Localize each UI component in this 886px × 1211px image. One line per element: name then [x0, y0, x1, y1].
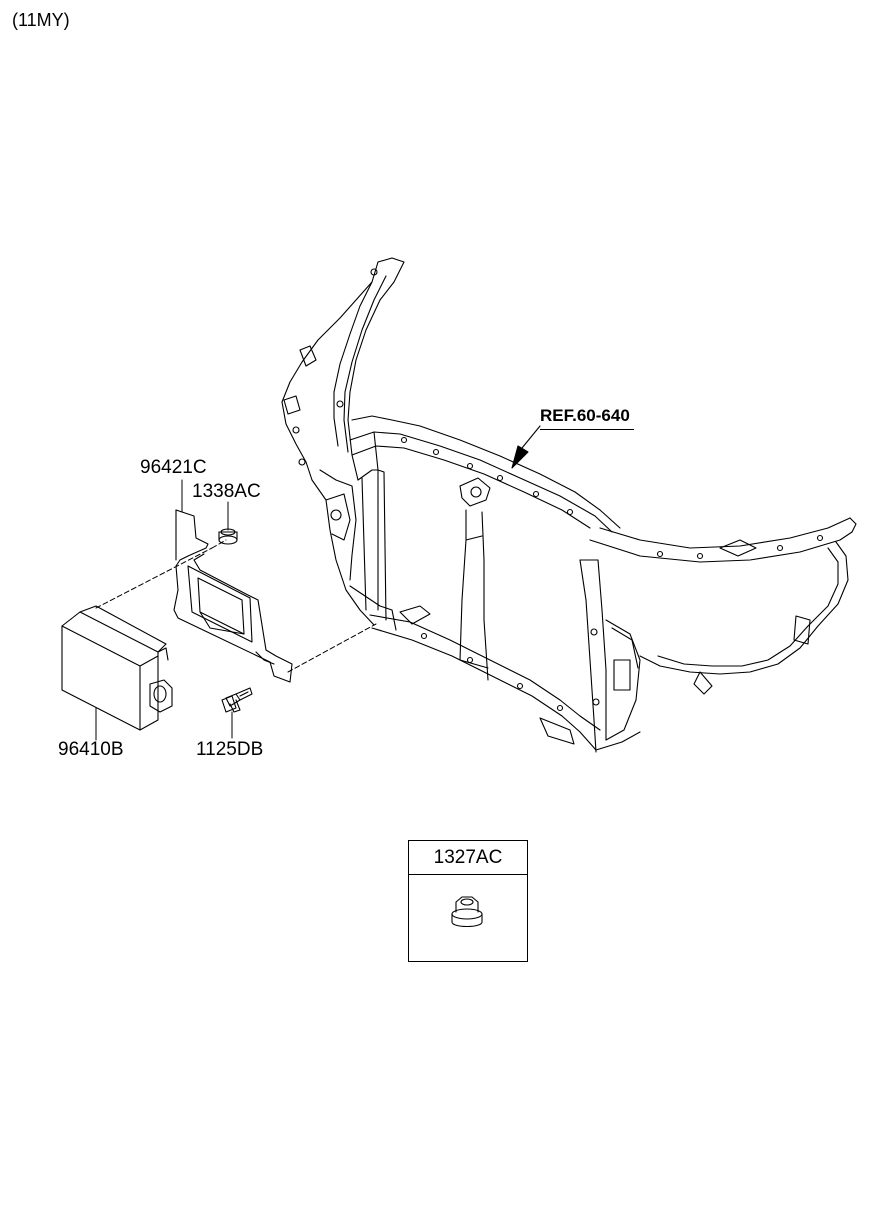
- radar-module-icon: [61, 605, 173, 731]
- model-year-label: (11MY): [12, 10, 70, 30]
- inset-part-box: 1327AC: [408, 840, 528, 962]
- flange-nut-icon: [218, 528, 238, 545]
- part-label-bolt[interactable]: 1125DB: [196, 739, 264, 760]
- mounting-bracket-icon: [173, 509, 293, 683]
- front-end-carrier-icon: [281, 257, 857, 753]
- reference-label[interactable]: REF.60-640: [540, 406, 634, 430]
- inset-part-label[interactable]: 1327AC: [409, 841, 527, 875]
- part-label-bracket[interactable]: 96421C: [140, 457, 207, 478]
- flange-bolt-icon: [221, 687, 253, 713]
- part-label-module[interactable]: 96410B: [58, 739, 124, 760]
- part-label-nut[interactable]: 1338AC: [192, 481, 261, 502]
- inset-flange-nut-icon: [451, 896, 483, 928]
